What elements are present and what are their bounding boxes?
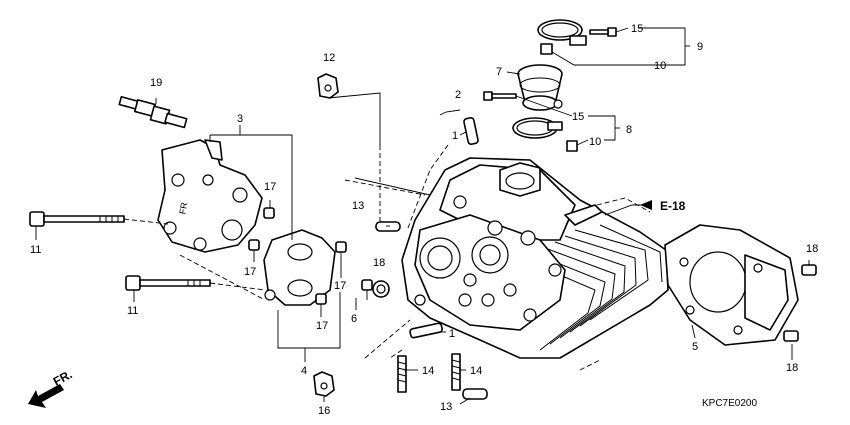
valve-guides <box>409 117 479 339</box>
cylinder-head <box>401 157 669 359</box>
callout-4: 4 <box>301 365 307 377</box>
cylinder-head-gasket <box>664 224 799 346</box>
callout-18: 18 <box>373 257 385 269</box>
camshaft-holder-half <box>263 229 336 306</box>
callout-10-lower: 10 <box>589 136 601 148</box>
callout-16: 16 <box>318 405 330 417</box>
callout-9: 9 <box>697 41 703 53</box>
bolt-long-lower <box>125 275 211 291</box>
clamp-upper <box>537 19 587 46</box>
callout-3: 3 <box>237 113 243 125</box>
callout-7: 7 <box>496 66 502 78</box>
diagram-code: KPC7E0200 <box>702 398 757 409</box>
camshaft-holder: FR <box>157 139 263 253</box>
callout-2: 2 <box>455 89 461 101</box>
assembly-lines <box>123 144 651 371</box>
callout-8: 8 <box>626 124 632 136</box>
callout-14: 14 <box>422 365 434 377</box>
dowel-pins <box>248 207 817 342</box>
bolt-clamp-upper <box>589 27 617 37</box>
direction-label: FR. <box>51 367 75 388</box>
callout-13: 13 <box>352 200 364 212</box>
seal-washer <box>372 280 390 298</box>
callout-13-lower: 13 <box>440 401 452 413</box>
callout-1-lower: 1 <box>449 328 455 340</box>
callout-6: 6 <box>351 313 357 325</box>
callout-10: 10 <box>654 60 666 72</box>
reference-label: E-18 <box>660 199 686 213</box>
callout-19: 19 <box>150 77 162 89</box>
callout-14-right: 14 <box>470 365 482 377</box>
clamp-lower <box>512 117 563 139</box>
callout-18-lower-right: 18 <box>786 362 798 374</box>
callout-1: 1 <box>452 130 458 142</box>
intake-pipe <box>517 64 563 111</box>
bolt-long-upper <box>29 211 125 227</box>
small-dowels <box>375 221 488 400</box>
callout-11: 11 <box>30 244 41 256</box>
bolt-clamp-lower <box>483 91 517 101</box>
leader-lines <box>35 27 810 405</box>
callout-17-c: 17 <box>334 280 346 292</box>
callout-18-right: 18 <box>806 243 818 255</box>
spark-plug <box>118 96 188 129</box>
callout-5: 5 <box>692 341 698 353</box>
small-clip <box>540 43 578 152</box>
stud-bolts <box>397 353 461 393</box>
front-direction-arrow-icon <box>28 384 64 408</box>
embossed-mark: FR <box>177 201 189 215</box>
callout-15-lower: 15 <box>572 111 584 123</box>
reference-arrow-icon <box>640 200 652 210</box>
callout-15: 15 <box>631 23 643 35</box>
cap-nuts <box>313 73 339 397</box>
callout-17-d: 17 <box>316 320 328 332</box>
callout-11-lower: 11 <box>127 305 138 317</box>
callout-17-a: 17 <box>264 181 276 193</box>
callout-12: 12 <box>323 52 335 64</box>
callout-17-b: 17 <box>244 266 256 278</box>
callout-labels: 15 9 10 7 12 2 15 8 10 1 19 3 17 13 11 1… <box>30 23 818 417</box>
